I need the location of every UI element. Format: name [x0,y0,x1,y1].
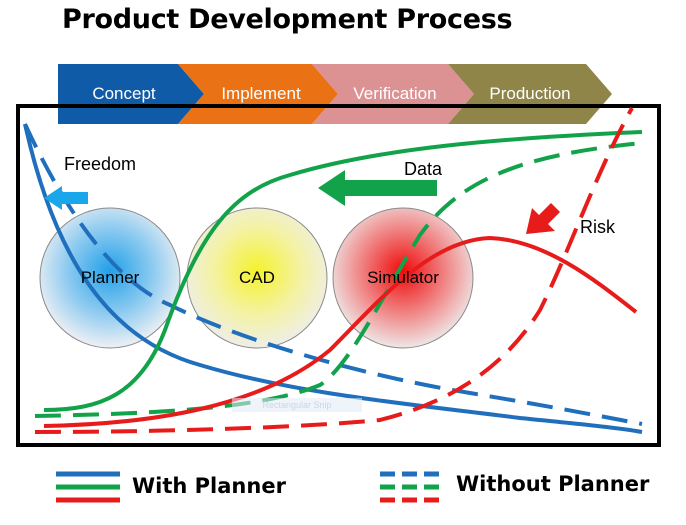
stage-chevron-concept [58,64,204,124]
stage-label-production: Production [489,84,571,103]
data-curve-without-planner [34,141,643,418]
stage-bar [58,64,612,124]
legend-with-planner-label: With Planner [132,474,286,498]
legend-without-planner-label: Without Planner [456,472,650,496]
snip-watermark: Rectangular Snip [232,398,362,412]
data-arrow-icon [318,170,437,206]
data-curve-with-planner [43,130,643,412]
stage-chevron-verification [312,64,474,124]
legend-without-planner-swatch [380,471,444,503]
chart-frame [16,104,661,447]
freedom-curve-with-planner [23,123,643,434]
data-label: Data [404,159,443,179]
stage-chevron-implement [178,64,338,124]
risk-label: Risk [580,217,615,237]
risk-curve-without-planner [34,107,634,434]
freedom-arrow-icon [44,186,88,210]
freedom-label: Freedom [64,154,137,174]
risk-arrow-icon [526,203,560,234]
stage-chevron-production [448,64,612,124]
risk-curve-with-planner [43,235,638,428]
planner-circle [39,207,181,349]
stage-label-concept: Concept [92,84,156,103]
simulator-label: Simulator [367,268,439,287]
page-title: Product Development Process [62,4,513,35]
cad-label: CAD [239,268,275,287]
stage-label-implement: Implement [221,84,301,103]
freedom-curve-without-planner [23,123,643,426]
legend-with-planner-swatch [56,471,120,503]
stage-label-verification: Verification [353,84,437,103]
planner-label: Planner [80,268,140,287]
